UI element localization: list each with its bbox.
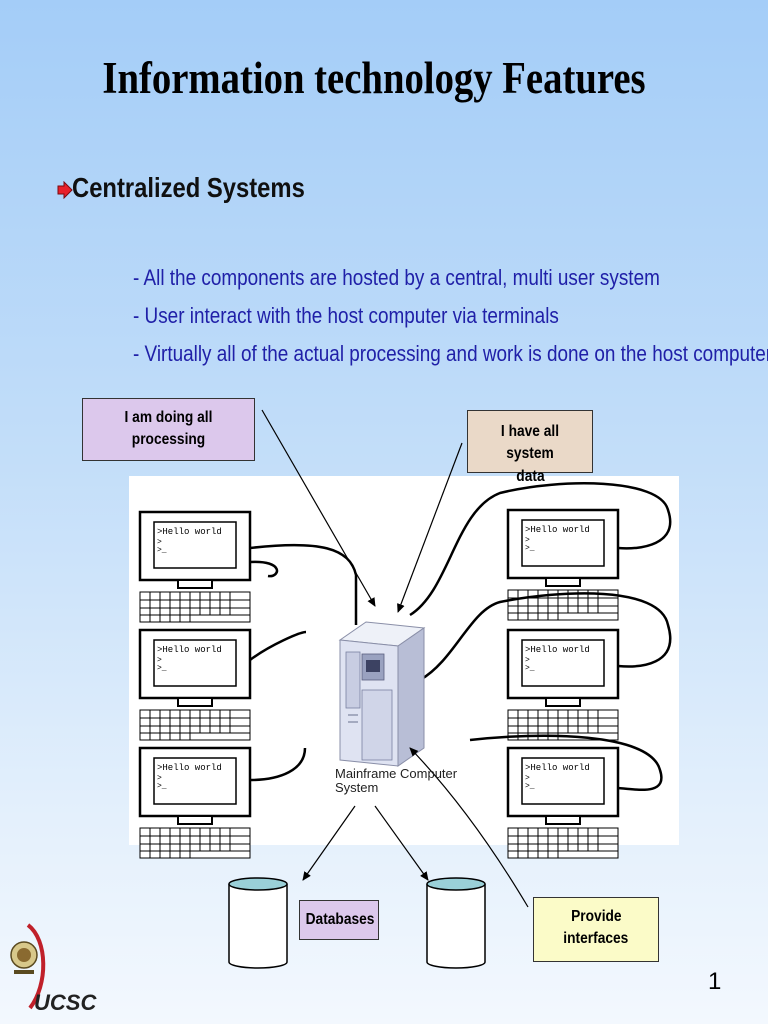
svg-text:>_: >_ — [157, 782, 167, 791]
slide-title: Information technology Features — [102, 53, 646, 103]
bullet-point-1: - All the components are hosted by a cen… — [133, 265, 660, 290]
mainframe-computer — [338, 621, 426, 767]
page-number: 1 — [708, 968, 722, 995]
mainframe-label-line1: Mainframe Computer — [335, 766, 458, 781]
screen-text: >Hello world — [157, 527, 222, 537]
callout-data-line2: data — [515, 467, 545, 485]
callout-databases: Databases — [299, 900, 379, 940]
svg-text:>: > — [157, 774, 162, 783]
screen-text: >Hello world — [525, 763, 590, 773]
database-right — [426, 877, 486, 969]
callout-databases-text: Databases — [305, 911, 375, 928]
callout-data-line1: I have all system — [500, 423, 560, 463]
ucsc-logo-text: UCSC — [34, 990, 97, 1015]
bullet-point-3: - Virtually all of the actual processing… — [133, 341, 768, 366]
svg-text:>_: >_ — [157, 546, 167, 555]
svg-text:>: > — [157, 538, 162, 547]
terminal-right-3: >Hello world > >_ — [506, 746, 620, 860]
bullet-point-2: - User interact with the host computer v… — [133, 303, 559, 328]
callout-system-data: I have all system data — [467, 410, 593, 485]
terminal-right-2: >Hello world > >_ — [506, 628, 620, 742]
screen-text: >Hello world — [157, 645, 222, 655]
terminal-left-3: >Hello world > >_ — [138, 746, 252, 860]
svg-text:>_: >_ — [525, 782, 535, 791]
callout-interfaces-line2: interfaces — [563, 930, 629, 948]
svg-text:>: > — [157, 656, 162, 665]
terminal-right-1: >Hello world > >_ — [506, 508, 620, 622]
callout-interfaces-line1: Provide — [570, 908, 622, 925]
ucsc-logo-emblem — [10, 923, 46, 1010]
svg-text:>: > — [525, 536, 530, 545]
mainframe-label-line2: System — [335, 780, 379, 796]
terminal-left-2: >Hello world > >_ — [138, 628, 252, 742]
svg-text:>_: >_ — [525, 664, 535, 673]
svg-text:>_: >_ — [525, 544, 535, 553]
svg-text:>: > — [525, 774, 530, 783]
callout-processing-text: I am doing all processing — [124, 409, 213, 449]
section-heading: Centralized Systems — [72, 172, 305, 203]
screen-text: >Hello world — [525, 525, 590, 535]
mainframe-label: Mainframe Computer System — [335, 766, 465, 796]
screen-text: >Hello world — [157, 763, 222, 773]
bullet-arrow-icon — [57, 181, 73, 199]
svg-text:>: > — [525, 656, 530, 665]
callout-interfaces: Provide interfaces — [533, 897, 659, 962]
svg-text:>_: >_ — [157, 664, 167, 673]
screen-text: >Hello world — [525, 645, 590, 655]
callout-processing: I am doing all processing — [82, 398, 255, 461]
terminal-left-1: >Hello world > >_ — [138, 510, 252, 624]
database-left — [228, 877, 288, 969]
